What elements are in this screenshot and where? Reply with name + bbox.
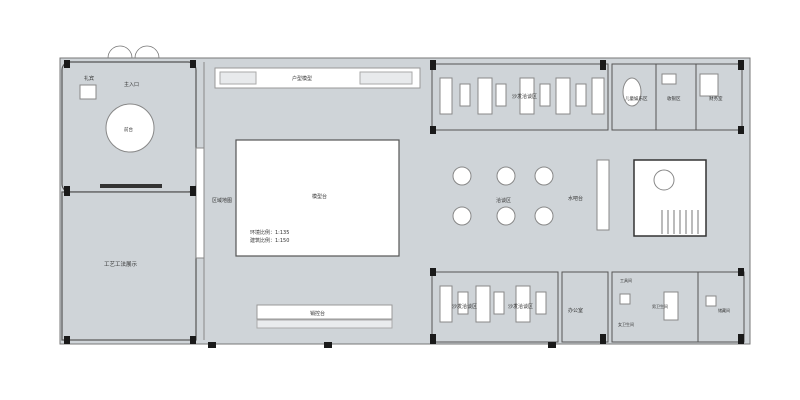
label-restroom-m: 男卫生间 (652, 303, 668, 309)
office-room (561, 271, 609, 343)
model-box (359, 71, 413, 85)
water-bar-counter (596, 159, 610, 231)
label-ceremony: 礼宾 (84, 75, 94, 82)
label-regional-map: 区域地图 (212, 197, 232, 204)
kids-play-shape (622, 77, 642, 107)
label-kids-area: 儿童娱乐区 (625, 95, 648, 102)
label-seating: 洽谈区 (496, 197, 511, 204)
label-sales-desk: 销控台 (310, 310, 325, 317)
label-main-entrance: 主入口 (124, 81, 139, 88)
label-sand-table: 模型台 (312, 193, 327, 200)
restroom-block (697, 271, 745, 343)
seating-tables (452, 166, 554, 226)
label-water-bar: 水吧台 (568, 195, 583, 202)
model-box (219, 71, 257, 85)
sales-desk (256, 304, 393, 320)
fixture (619, 293, 631, 305)
stair-treads (661, 210, 699, 234)
label-sofa-top: 沙发洽谈区 (512, 93, 537, 100)
sofa-set-top (439, 77, 605, 115)
entrance-doors (107, 45, 160, 59)
entry-mat (100, 184, 162, 188)
sand-table (235, 139, 400, 257)
label-env-scale: 环境比例：1:135 (250, 229, 289, 236)
craft-display-room (61, 191, 197, 341)
desk (661, 73, 677, 85)
label-finance: 财务室 (709, 95, 723, 102)
label-unit-models: 户型模型 (292, 75, 312, 82)
desk (699, 73, 719, 97)
label-storage: 储藏间 (718, 307, 730, 313)
fixture (705, 295, 717, 307)
regional-map-wall (195, 147, 205, 259)
label-reception-round: 前台 (124, 126, 133, 133)
reception-round-desk (105, 103, 155, 153)
label-restroom-f: 女卫生间 (618, 321, 634, 327)
reception-counter (79, 84, 97, 100)
label-sofa-bottom-b: 沙发洽谈区 (508, 303, 533, 310)
structural-columns (64, 60, 744, 348)
label-sofa-bottom-a: 沙发洽谈区 (452, 303, 477, 310)
label-staff-room: 工具间 (620, 277, 632, 283)
sofa-set-bottom (439, 285, 547, 323)
sales-desk-chairs (256, 319, 393, 329)
label-office: 办公室 (568, 307, 583, 314)
table (663, 291, 679, 321)
label-bld-scale: 建筑比例：1:150 (250, 237, 289, 244)
stair-plant (653, 169, 675, 191)
label-craft-display: 工艺工法展示 (104, 260, 138, 268)
label-waiting: 收银区 (667, 95, 681, 102)
